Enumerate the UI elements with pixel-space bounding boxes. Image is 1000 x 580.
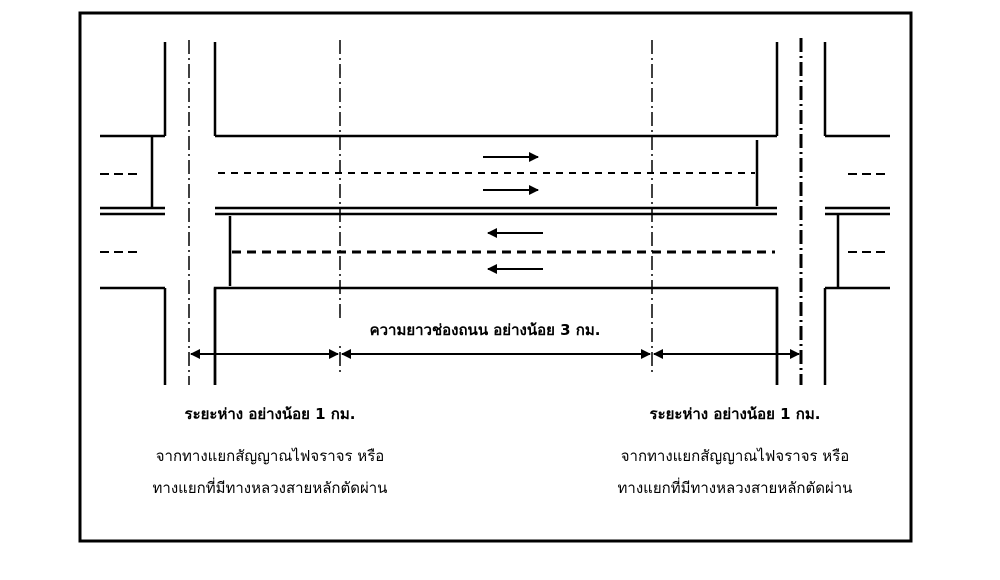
diagram-frame [78,11,913,543]
right-distance-note-line1: จากทางแยกสัญญาณไฟจราจร หรือ [620,447,850,465]
right-distance-title: ระยะห่าง อย่างน้อย 1 กม. [649,405,821,423]
left-distance-note-line2: ทางแยกที่มีทางหลวงสายหลักตัดผ่าน [152,479,388,497]
left-cross-road [100,42,217,385]
left-distance-title: ระยะห่าง อย่างน้อย 1 กม. [184,405,356,423]
right-distance-note-line2: ทางแยกที่มีทางหลวงสายหลักตัดผ่าน [617,479,853,497]
right-cross-road [775,42,890,385]
left-distance-note-line1: จากทางแยกสัญญาณไฟจราจร หรือ [155,447,385,465]
main-road [213,134,779,385]
reference-lines [188,40,653,385]
segment-length-label: ความยาวช่องถนน อย่างน้อย 3 กม. [320,318,650,342]
